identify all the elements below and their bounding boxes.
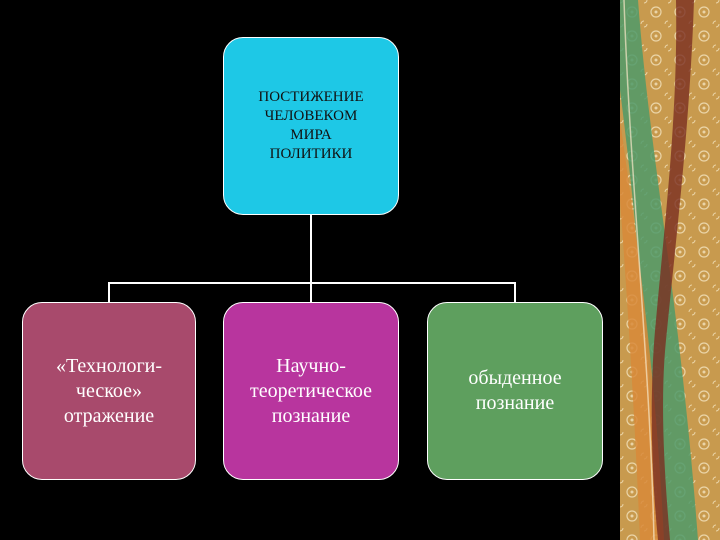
decorative-side-panel bbox=[620, 0, 720, 540]
connector-left-drop bbox=[108, 282, 110, 302]
connector-root-stem bbox=[310, 215, 312, 283]
child-node-everyday-knowledge: обыденное познание bbox=[427, 302, 603, 480]
child-node-technological-reflection: «Технологи- ческое» отражение bbox=[22, 302, 196, 480]
child-node-scientific-knowledge: Научно- теоретическое познание bbox=[223, 302, 399, 480]
connector-right-drop bbox=[514, 282, 516, 302]
root-node: ПОСТИЖЕНИЕ ЧЕЛОВЕКОМ МИРА ПОЛИТИКИ bbox=[223, 37, 399, 215]
connector-horizontal-bar bbox=[108, 282, 516, 284]
connector-center-drop bbox=[310, 282, 312, 302]
